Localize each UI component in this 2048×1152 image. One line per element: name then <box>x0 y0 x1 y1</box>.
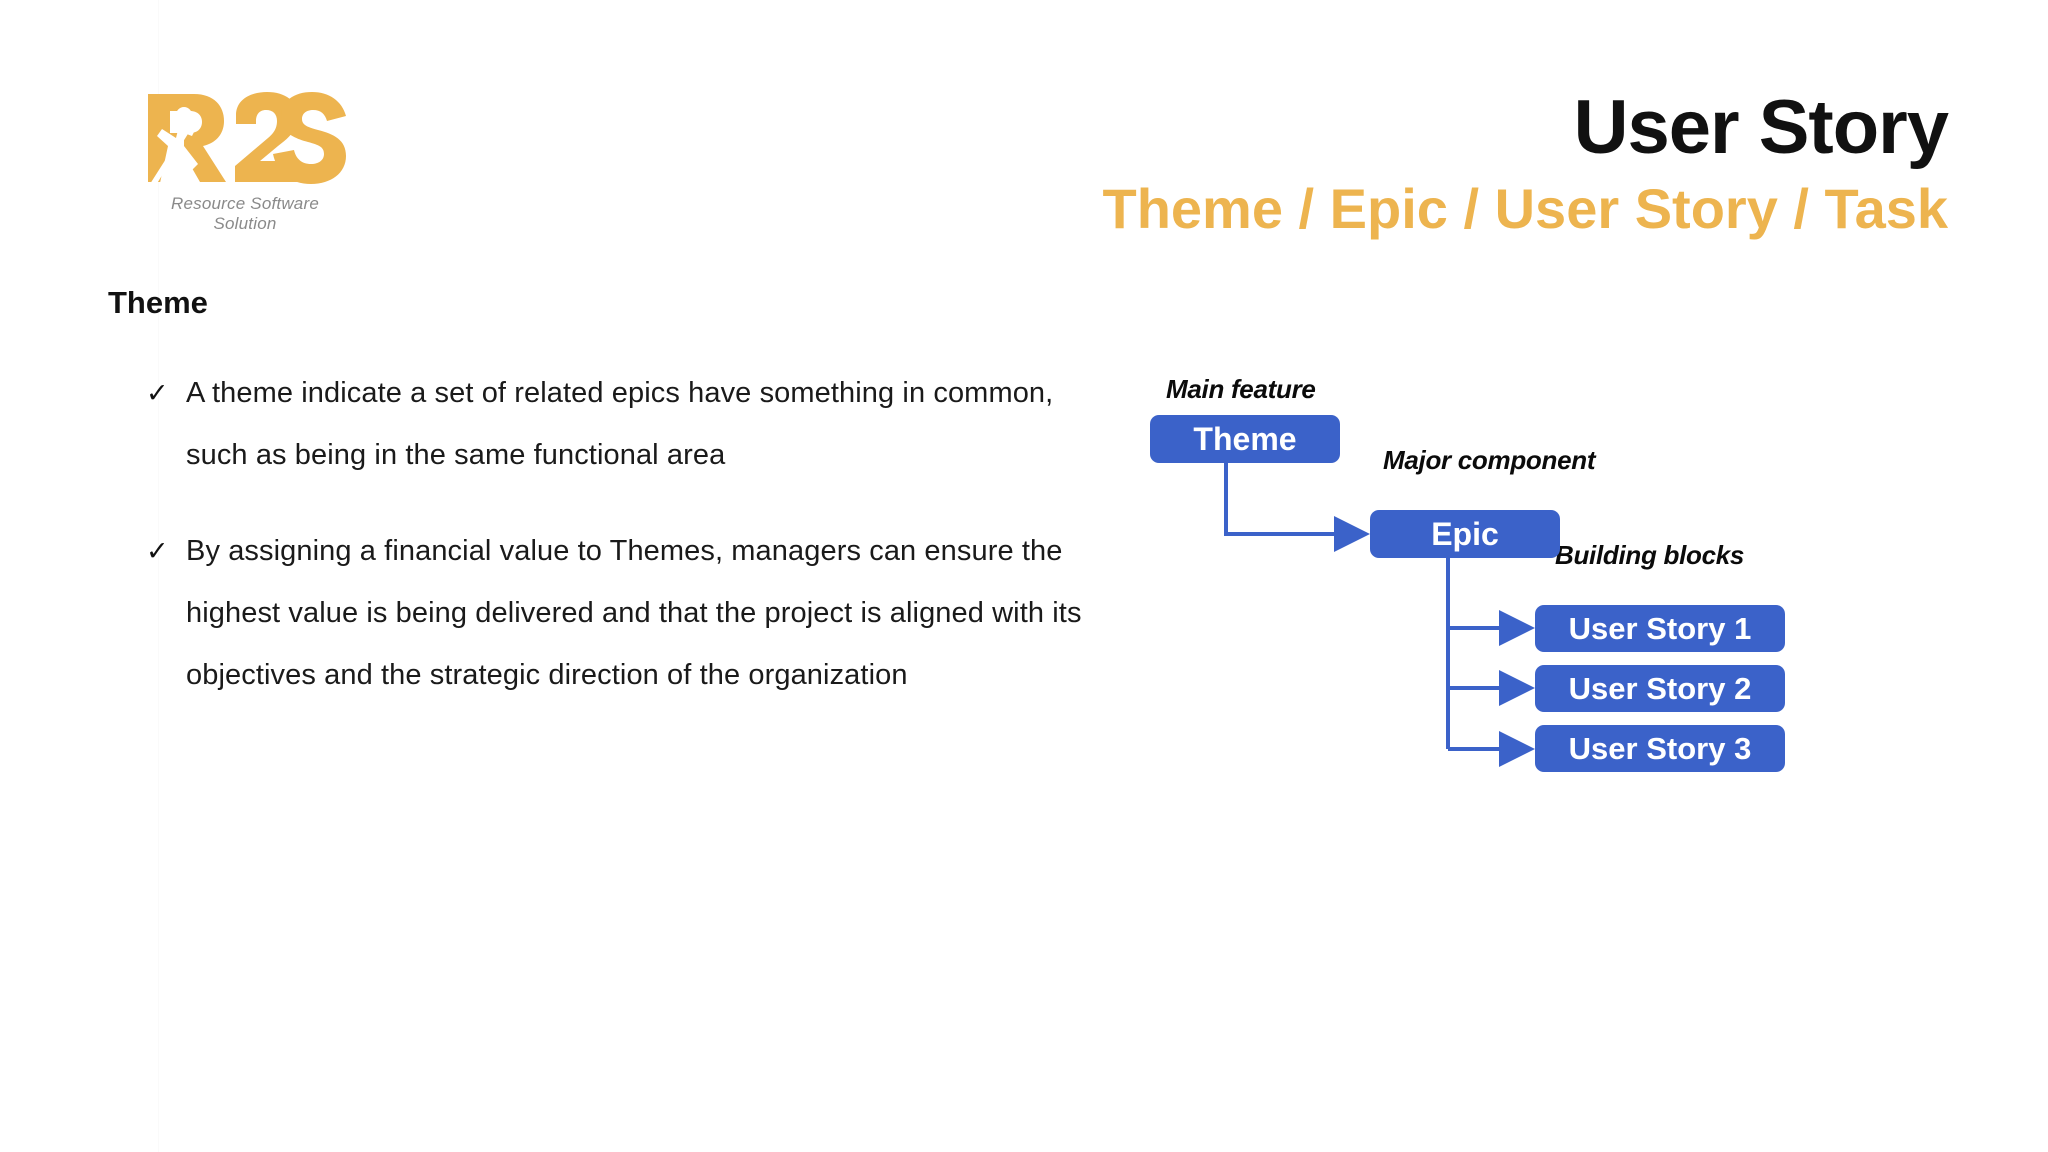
list-item: ✓ By assigning a financial value to Them… <box>140 520 1100 706</box>
section-heading: Theme <box>108 285 208 320</box>
page-title: User Story <box>1573 85 1949 170</box>
brand-logo: Resource Software Solution <box>140 88 360 233</box>
bullet-list: ✓ A theme indicate a set of related epic… <box>140 362 1100 740</box>
list-item: ✓ A theme indicate a set of related epic… <box>140 362 1100 486</box>
diagram-node-epic[interactable]: Epic <box>1370 510 1560 558</box>
page-subtitle: Theme / Epic / User Story / Task <box>1102 177 1949 240</box>
checkmark-icon: ✓ <box>146 536 169 566</box>
diagram-node-theme[interactable]: Theme <box>1150 415 1340 463</box>
diagram-node-user-story-1[interactable]: User Story 1 <box>1535 605 1785 652</box>
label-building-blocks: Building blocks <box>1555 540 1745 570</box>
label-main-feature: Main feature <box>1166 374 1316 404</box>
r2s-logo-mark <box>140 88 350 188</box>
brand-tagline: Resource Software Solution <box>171 194 319 233</box>
hierarchy-diagram: Main feature Major component Building bl… <box>1130 360 1960 860</box>
diagram-node-user-story-3[interactable]: User Story 3 <box>1535 725 1785 772</box>
slide-edge-divider <box>158 0 159 1152</box>
list-item-text: A theme indicate a set of related epics … <box>186 377 1054 471</box>
checkmark-icon: ✓ <box>146 378 169 408</box>
diagram-node-user-story-2[interactable]: User Story 2 <box>1535 665 1785 712</box>
diagram-connectors <box>1224 463 1535 767</box>
list-item-text: By assigning a financial value to Themes… <box>186 535 1082 691</box>
label-major-component: Major component <box>1383 445 1596 475</box>
